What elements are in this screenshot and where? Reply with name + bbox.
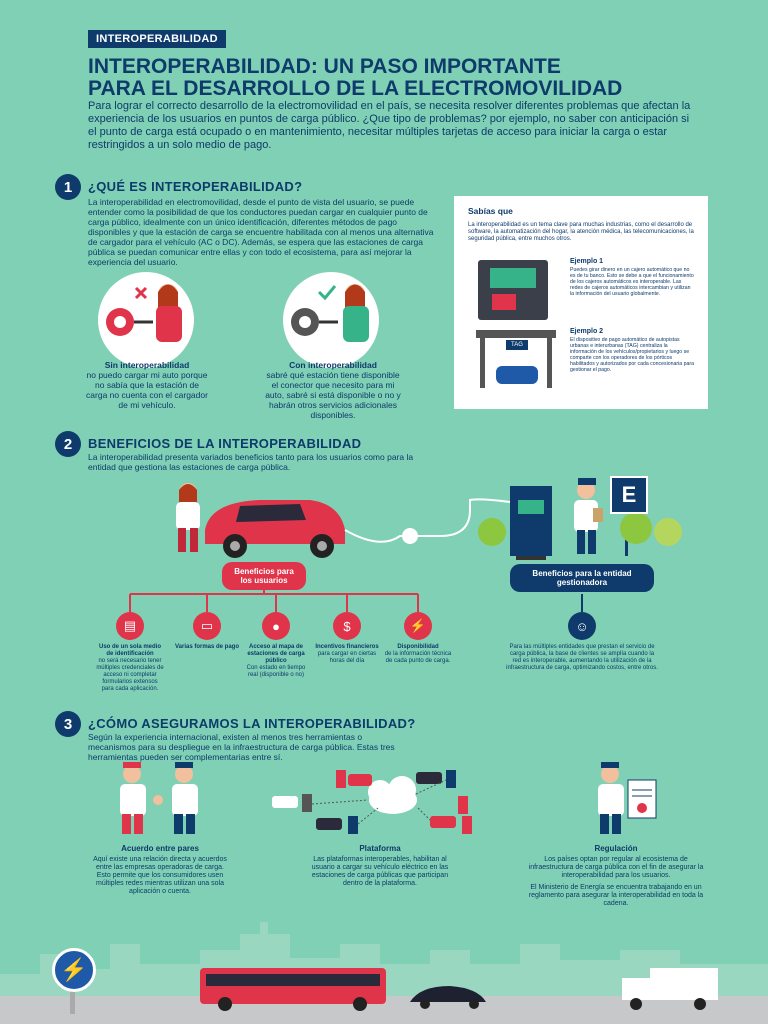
lightning-bolt-icon: ⚡ <box>52 948 96 992</box>
map-pin-icon: ● <box>262 612 290 640</box>
benefit-5-text: de la información técnica de cada punto … <box>384 651 452 664</box>
example-1: Ejemplo 1 Puedes girar dinero en un caje… <box>570 258 694 297</box>
benefit-1-text: no será necesario tener múltiples creden… <box>96 658 164 692</box>
benefit-2: Varias formas de pago <box>173 644 241 651</box>
sabias-que-heading: Sabías que <box>468 206 513 216</box>
peer-agreement-illustration <box>120 762 198 834</box>
section-3-heading: ¿CÓMO ASEGURAMOS LA INTEROPERABILIDAD? <box>88 716 416 731</box>
ev-charging-scene <box>176 478 682 560</box>
example-1-text: Puedes girar dinero en un cajero automát… <box>570 267 694 297</box>
benefit-3: Acceso al mapa de estaciones de carga pú… <box>242 644 310 679</box>
without-interop-title: Sin interoperabilidad <box>104 360 190 370</box>
page-title: INTEROPERABILIDAD: UN PASO IMPORTANTE PA… <box>88 56 708 100</box>
users-benefits-pill: Beneficios para los usuarios <box>222 562 306 590</box>
benefit-4-text: para cargar en ciertas horas del día <box>317 651 377 664</box>
tool-2-text: Las plataformas interoperables, habilita… <box>311 856 449 887</box>
tag-label: TAG <box>506 340 528 350</box>
without-interop-text: no puedo cargar mi auto porque no sabía … <box>86 370 208 410</box>
title-line-1: INTEROPERABILIDAD: UN PASO IMPORTANTE <box>88 55 561 78</box>
benefit-1-title: Uso de un sola medio de identificación <box>98 644 161 657</box>
section-1-text: La interoperabilidad en electromovilidad… <box>88 197 434 267</box>
platform-illustration <box>272 770 472 834</box>
section-2-heading: BENEFICIOS DE LA INTEROPERABILIDAD <box>88 436 362 451</box>
section-1-number: 1 <box>55 174 81 200</box>
payment-icon: ▭ <box>193 612 221 640</box>
tool-1-title: Acuerdo entre pares <box>121 844 199 853</box>
city-skyline-scene <box>0 922 768 1024</box>
without-interop-caption: Sin interoperabilidad no puedo cargar mi… <box>86 360 208 410</box>
sabias-que-text: La interoperabilidad es un tema clave pa… <box>468 222 694 242</box>
without-interop-illustration <box>98 272 194 368</box>
sad-driver-icon <box>106 284 182 342</box>
benefit-4: Incentivos financieros para cargar en ci… <box>313 644 381 665</box>
benefit-3-text: Con estado en tiempo real (disponible o … <box>246 665 306 678</box>
with-interop-illustration <box>283 272 379 368</box>
example-2-text: El dispositivo de pago automático de aut… <box>570 337 695 373</box>
tool-3-text-2: El Ministerio de Energía se encuentra tr… <box>528 884 704 907</box>
entity-benefit: Para las múltiples entidades que prestan… <box>506 644 658 671</box>
intro-paragraph: Para lograr el correcto desarrollo de la… <box>88 100 691 151</box>
benefit-5: Disponibilidad de la información técnica… <box>384 644 452 665</box>
money-icon: $ <box>333 612 361 640</box>
title-line-2: PARA EL DESARROLLO DE LA ELECTROMOVILIDA… <box>88 77 623 100</box>
toll-gantry-icon: TAG <box>476 330 556 388</box>
tool-3-text: Los países optan por regular al ecosiste… <box>528 856 704 879</box>
tool-3-title: Regulación <box>594 844 638 853</box>
station-sign: E <box>610 476 648 514</box>
with-interop-caption: Con interoperabilidad sabré qué estación… <box>264 360 402 420</box>
section-tag: INTEROPERABILIDAD <box>88 30 226 48</box>
section-3-text: Según la experiencia internacional, exis… <box>88 732 395 762</box>
tool-1-text: Aquí existe una relación directa y acuer… <box>93 856 227 895</box>
section-2-text: La interoperabilidad presenta variados b… <box>88 452 414 472</box>
section-1-heading: ¿QUÉ ES INTEROPERABILIDAD? <box>88 179 303 194</box>
example-2-title: Ejemplo 2 <box>570 328 604 335</box>
benefits-connector-lines <box>129 586 583 612</box>
benefit-3-title: Acceso al mapa de estaciones de carga pú… <box>247 644 305 664</box>
operator-icon: ☺ <box>568 612 596 640</box>
regulation-illustration <box>598 762 657 834</box>
with-interop-title: Con interoperabilidad <box>289 360 377 370</box>
example-2: Ejemplo 2 El dispositivo de pago automát… <box>570 328 694 373</box>
sabias-que-box: Sabías que La interoperabilidad es un te… <box>454 196 708 409</box>
benefit-2-title: Varias formas de pago <box>174 644 240 650</box>
id-card-icon: ▤ <box>116 612 144 640</box>
happy-driver-icon <box>291 284 369 342</box>
charger-plug-icon: ⚡ <box>404 612 432 640</box>
tool-2-title: Plataforma <box>359 844 401 853</box>
benefit-1: Uso de un sola medio de identificación n… <box>96 644 164 693</box>
benefit-4-title: Incentivos financieros <box>315 644 379 650</box>
section-3-number: 3 <box>55 711 81 737</box>
section-2-number: 2 <box>55 431 81 457</box>
entity-benefits-pill: Beneficios para la entidad gestionadora <box>510 564 654 592</box>
example-1-title: Ejemplo 1 <box>570 258 604 265</box>
with-interop-text: sabré qué estación tiene disponible el c… <box>265 370 401 420</box>
benefit-5-title: Disponibilidad <box>397 644 439 650</box>
atm-icon <box>478 260 548 320</box>
